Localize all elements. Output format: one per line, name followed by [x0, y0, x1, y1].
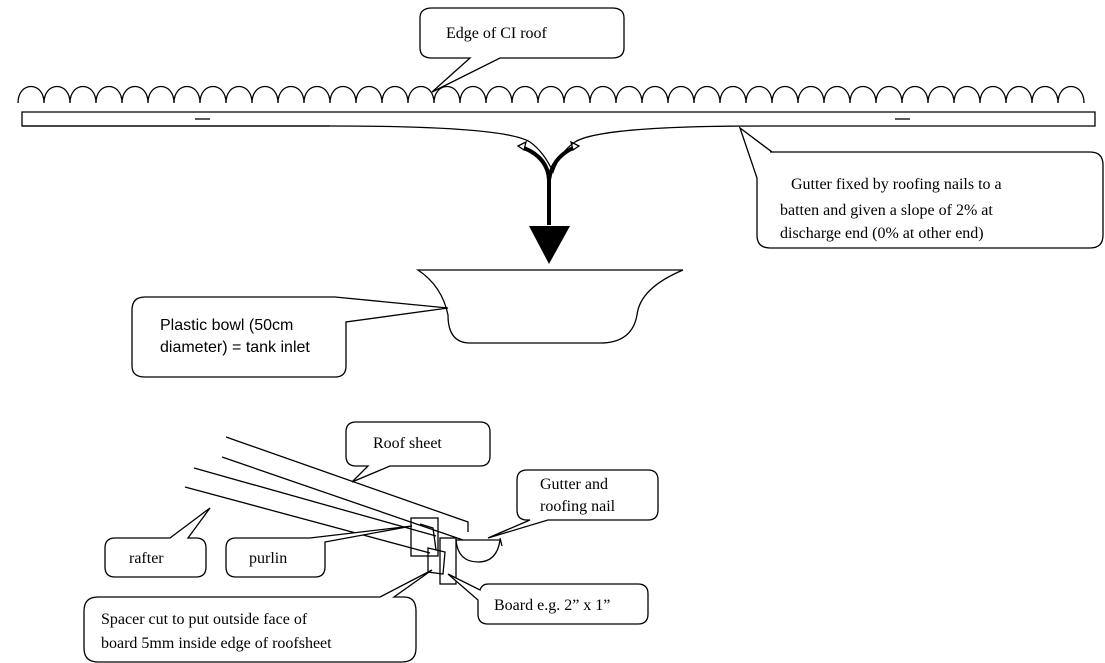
callout-gutter-note: Gutter fixed by roofing nails to a batte… — [738, 126, 1104, 249]
gutter-nail-line-2: roofing nail — [540, 498, 616, 515]
callout-spacer: Spacer cut to put outside face of board … — [83, 569, 433, 663]
plastic-bowl — [415, 269, 684, 344]
label-rafter: rafter — [129, 550, 164, 567]
bowl-note-line-2: diameter) = tank inlet — [160, 339, 310, 356]
gutter-outlet-arrow — [523, 146, 574, 264]
bowl-note-line-1: Plastic bowl (50cm — [160, 317, 293, 334]
callout-gutter-nail: Gutter and roofing nail — [487, 469, 659, 539]
label-purlin: purlin — [249, 550, 287, 567]
label-roof-sheet: Roof sheet — [373, 435, 442, 452]
corrugated-roof-edge — [17, 86, 1085, 104]
spacer-line-1: Spacer cut to put outside face of — [101, 611, 308, 628]
callout-board: Board e.g. 2” x 1” — [447, 573, 649, 625]
gutter-nail-line-1: Gutter and — [540, 476, 608, 493]
gutter-note-line-1: Gutter fixed by roofing nails to a — [791, 176, 1002, 193]
gutter-section — [455, 539, 501, 563]
gutter-note-line-2: batten and given a slope of 2% at — [780, 202, 993, 219]
callout-bowl-note: Plastic bowl (50cm diameter) = tank inle… — [131, 296, 449, 378]
label-edge-of-roof: Edge of CI roof — [446, 25, 548, 42]
callout-roof-sheet: Roof sheet — [345, 421, 491, 483]
callout-purlin: purlin — [225, 525, 413, 578]
spacer-line-2: board 5mm inside edge of roofsheet — [101, 635, 332, 652]
gutter — [21, 111, 1096, 174]
purlin-block — [410, 517, 439, 557]
callout-edge-of-roof: Edge of CI roof — [419, 7, 625, 93]
spacer-block — [427, 547, 446, 575]
label-board: Board e.g. 2” x 1” — [494, 597, 610, 614]
roof-cross-section — [184, 436, 503, 585]
callout-rafter: rafter — [104, 507, 211, 578]
board-block — [439, 537, 457, 585]
gutter-note-line-3: discharge end (0% at other end) — [780, 225, 984, 242]
